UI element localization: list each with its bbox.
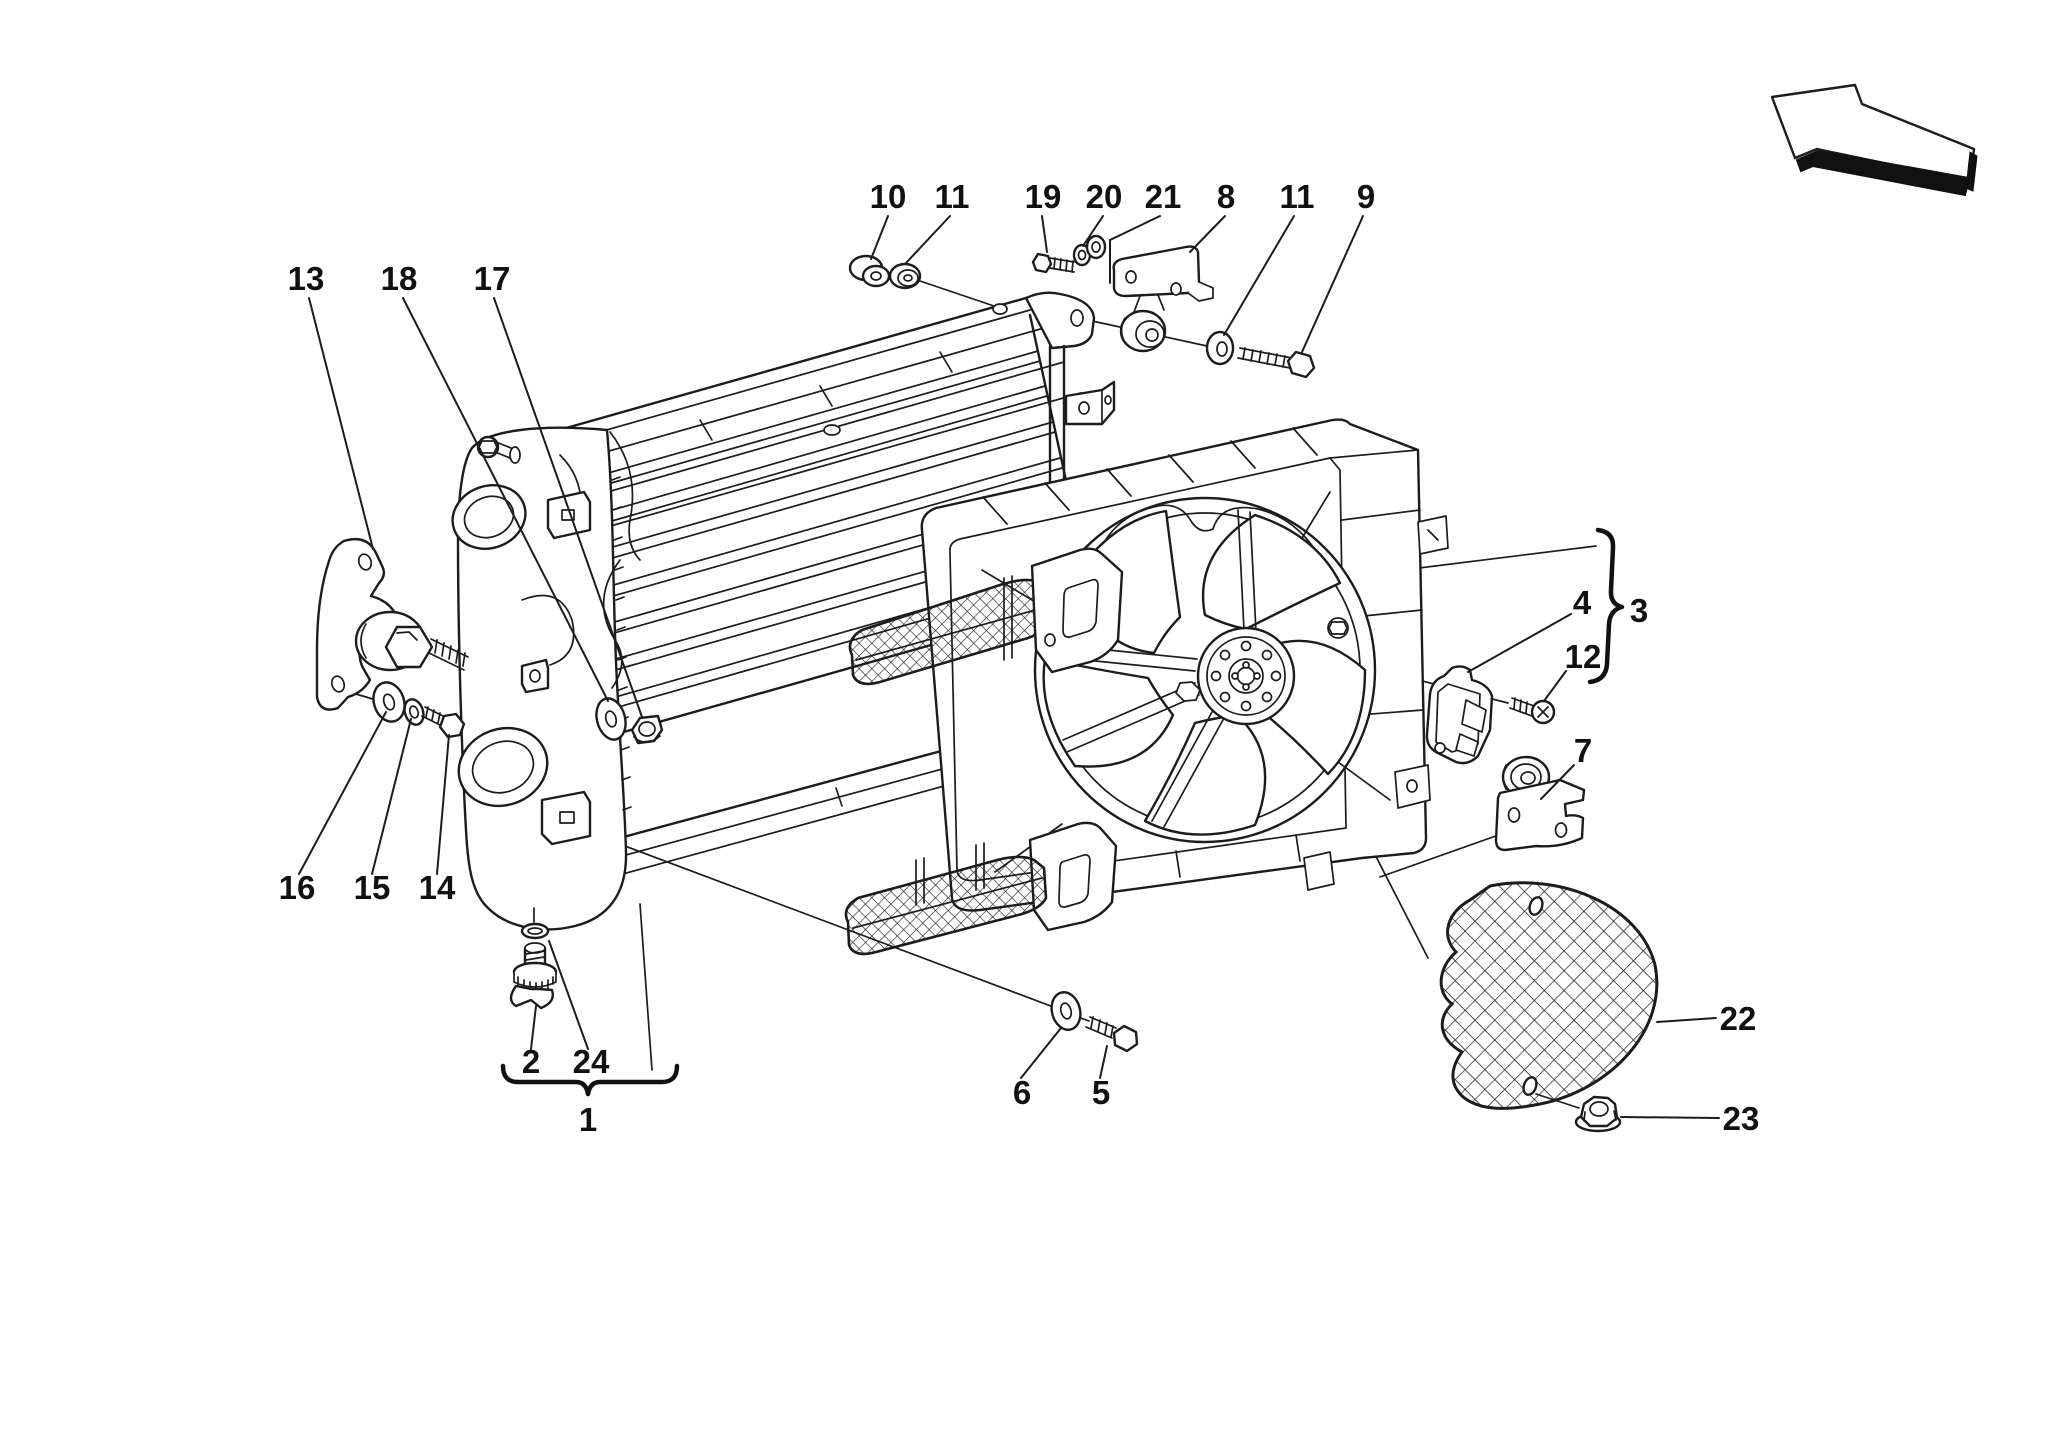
fan-shroud bbox=[920, 418, 1449, 912]
nut-18 bbox=[630, 714, 664, 745]
shroud-ribs bbox=[982, 427, 1424, 894]
drain-plug-2 bbox=[509, 942, 558, 1010]
radiator-top-face bbox=[550, 296, 1082, 528]
callout-11a: 11 bbox=[935, 178, 970, 215]
callout-1: 1 bbox=[579, 1101, 597, 1138]
callout-22: 22 bbox=[1720, 1000, 1757, 1037]
callout-24: 24 bbox=[573, 1043, 610, 1080]
washer-6 bbox=[1050, 991, 1082, 1031]
cover-22 bbox=[1439, 881, 1659, 1110]
nut-23 bbox=[1574, 1095, 1622, 1133]
washer-11b bbox=[1205, 330, 1235, 366]
callout-19: 19 bbox=[1025, 178, 1062, 215]
callout-3: 3 bbox=[1630, 592, 1648, 629]
lower-hose-neck bbox=[457, 726, 549, 808]
callout-17: 17 bbox=[474, 260, 511, 297]
callout-20: 20 bbox=[1086, 178, 1123, 215]
callout-21: 21 bbox=[1145, 178, 1182, 215]
washer-15 bbox=[403, 698, 425, 726]
washer-16 bbox=[372, 681, 406, 723]
direction-arrow bbox=[1770, 83, 1978, 197]
callout-7: 7 bbox=[1574, 732, 1592, 769]
washer-17 bbox=[595, 697, 627, 741]
pivot-bolt bbox=[384, 625, 469, 671]
callout-labels: 10 11 19 20 21 8 11 9 13 18 17 16 15 14 … bbox=[279, 178, 1760, 1138]
mounting-bracket-13 bbox=[315, 537, 426, 711]
callout-5: 5 bbox=[1092, 1074, 1110, 1111]
bolt-19 bbox=[1031, 252, 1075, 274]
washer-20 bbox=[1072, 243, 1092, 267]
callout-4: 4 bbox=[1573, 584, 1592, 621]
callout-9: 9 bbox=[1357, 178, 1375, 215]
callout-6: 6 bbox=[1013, 1074, 1031, 1111]
callout-11b: 11 bbox=[1280, 178, 1315, 215]
grommet-10 bbox=[848, 254, 891, 288]
fan-hub bbox=[1196, 626, 1296, 726]
connector-4 bbox=[1425, 665, 1494, 765]
bracket-8 bbox=[1112, 245, 1214, 353]
bolt-14 bbox=[421, 706, 466, 739]
bleed-screw bbox=[476, 435, 521, 464]
callout-13: 13 bbox=[288, 260, 325, 297]
radiator-left-tank bbox=[451, 426, 641, 931]
callout-16: 16 bbox=[279, 869, 316, 906]
shroud-tabs bbox=[1303, 515, 1449, 891]
brace-1 bbox=[500, 1063, 680, 1097]
washer-21 bbox=[1085, 234, 1107, 260]
callout-23: 23 bbox=[1723, 1100, 1760, 1137]
grille-upper bbox=[848, 547, 1124, 686]
callout-14: 14 bbox=[419, 869, 456, 906]
callout-8: 8 bbox=[1217, 178, 1235, 215]
tank-clips bbox=[520, 490, 592, 846]
bracket-8-bushing bbox=[1119, 309, 1167, 353]
callout-2: 2 bbox=[522, 1043, 540, 1080]
screw-12 bbox=[1509, 697, 1556, 725]
oring-24 bbox=[520, 907, 550, 940]
bolt-5 bbox=[1085, 1016, 1139, 1053]
callout-18: 18 bbox=[381, 260, 418, 297]
callout-15: 15 bbox=[354, 869, 391, 906]
callout-10: 10 bbox=[870, 178, 907, 215]
callout-12: 12 bbox=[1565, 638, 1602, 675]
brace-3 bbox=[1587, 527, 1625, 685]
washer-11a bbox=[888, 262, 922, 290]
grille-lower bbox=[844, 821, 1118, 956]
leader-lines bbox=[298, 215, 1720, 1119]
bracket-7 bbox=[1494, 755, 1586, 852]
bolt-9 bbox=[1237, 347, 1316, 379]
